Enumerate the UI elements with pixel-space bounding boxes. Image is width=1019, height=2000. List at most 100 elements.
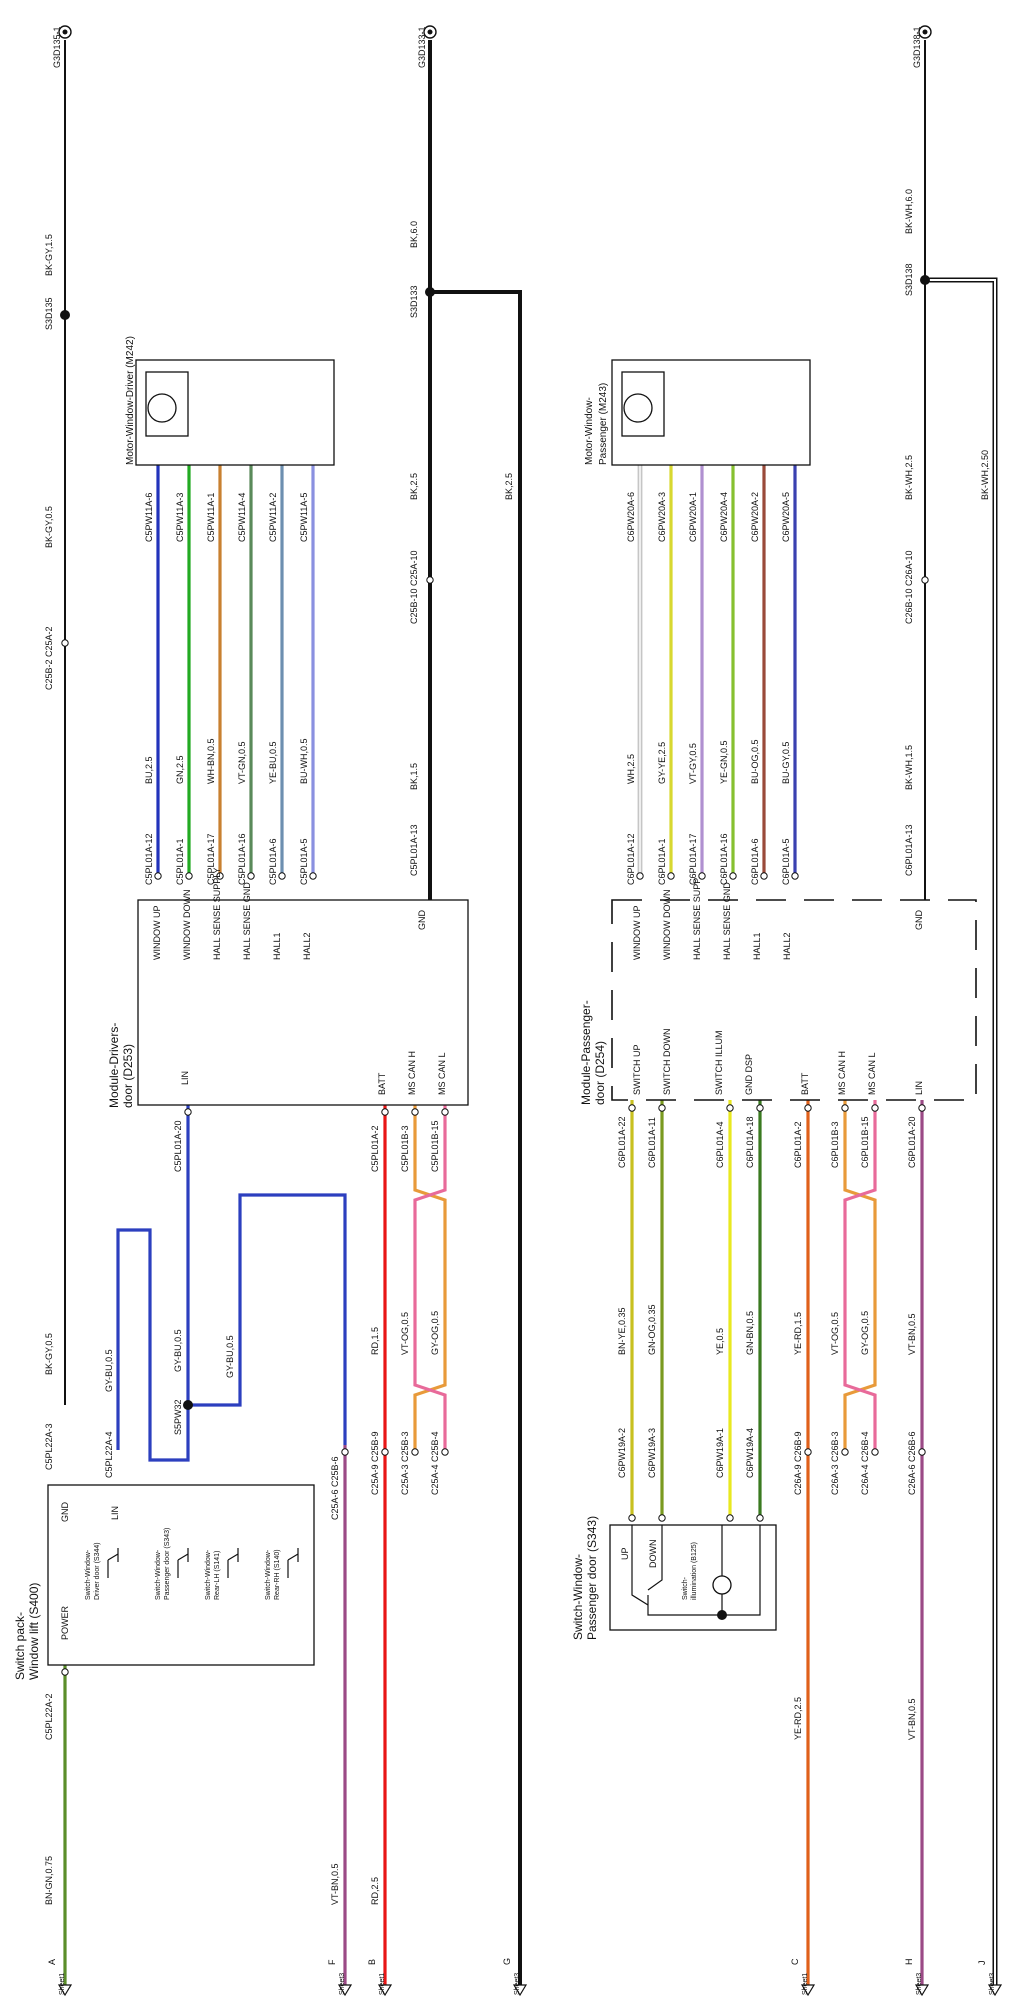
switch-pack-lin: LIN (110, 1506, 120, 1520)
switch-icon-0 (107, 1548, 119, 1578)
pass-lower-code-6: GY-OG,0.5 (860, 1311, 870, 1355)
lin-code-2: GY-BU,0.5 (104, 1349, 114, 1392)
pass-motor-pin-1: C6PW20A-3 (657, 492, 667, 542)
driver-lower-conn-2: C5PL01B-3 (400, 1125, 410, 1172)
wire-pass-can-l (843, 1100, 877, 1452)
driver-motor-conn-2: C5PL01A-17 (206, 833, 216, 885)
wire-pass-can-h (843, 1100, 877, 1452)
wire-code-left-top: BK-GY,1.5 (44, 234, 54, 276)
switch-pack-switch-1-l2: Passenger door (S343) (164, 1528, 171, 1600)
pass-motor-conn-5: C6PL01A-5 (781, 838, 791, 885)
driver-module-pin-9: MS CAN H (407, 1051, 417, 1095)
switch-pack-switch-1-l1: Switch-Window- (155, 1549, 162, 1600)
components-layer (47, 359, 977, 1666)
connector-driver-motor-3 (247, 872, 255, 880)
offpage-sheet-B: Sheet1 (379, 1973, 386, 1995)
driver-motor-code-4: YE-BU,0.5 (268, 741, 278, 784)
offpage-arrow-H (914, 1984, 930, 1997)
connector-driver-motor-5 (309, 872, 317, 880)
driver-motor-pin-0: C5PW11A-6 (144, 493, 154, 542)
pass-motor-pin-4: C6PW20A-2 (750, 492, 760, 542)
driver-module-pin-1: WINDOW DOWN (182, 890, 192, 960)
pass-motor-conn-2: C6PL01A-17 (688, 833, 698, 885)
wire-driver-can-l (413, 1105, 447, 1452)
pass-lower-code-5: VT-OG,0.5 (830, 1312, 840, 1355)
pass-lower-sw-2: C6PW19A-1 (715, 1428, 725, 1478)
motor-icon-pass (623, 393, 653, 423)
lamp-icon-illum (712, 1575, 732, 1595)
motor-icon-pass-frame (621, 371, 665, 437)
offpage-sheet-J: Sheet3 (989, 1973, 996, 1995)
driver-lower-code-1: RD,1.5 (370, 1327, 380, 1355)
bottom-code-a: BN-GN,0.75 (44, 1856, 54, 1905)
switch-pack-title1: Switch pack- (13, 1612, 27, 1680)
connector-c26-4 (871, 1448, 879, 1456)
conn-label-right-lower: C6PL01A-13 (904, 824, 914, 876)
offpage-sheet-H: Sheet3 (916, 1973, 923, 1995)
conn-label-mid-lower: C5PL01A-13 (409, 824, 419, 876)
switch-pack-switch-2-l2: Rear-LH (S141) (214, 1551, 221, 1600)
pass-motor-title2: Passenger (M243) (598, 383, 609, 465)
pass-motor-conn-3: C6PL01A-16 (719, 833, 729, 885)
driver-lower-code-3: GY-OG,0.5 (430, 1311, 440, 1355)
driver-lower-code-2: VT-OG,0.5 (400, 1312, 410, 1355)
offpage-letter-F: F (327, 1959, 337, 1965)
connector-pass-motor-2 (698, 872, 706, 880)
offpage-arrow-A (57, 1984, 73, 1997)
switch-pack-switch-0-l1: Switch-Window- (85, 1549, 92, 1600)
switch-pack-power: POWER (60, 1605, 70, 1640)
driver-module-pin-8: BATT (377, 1072, 387, 1095)
connector-pass-switch-3 (756, 1514, 764, 1522)
pass-motor-pin-5: C6PW20A-5 (781, 492, 791, 542)
driver-motor-code-3: VT-GN,0.5 (237, 741, 247, 784)
wires-layer (63, 40, 998, 1990)
connector-pass-can-h (841, 1104, 849, 1112)
conn-label-mid-c25: C25B-10 C25A-10 (409, 550, 419, 624)
driver-lower-conn-1: C5PL01A-2 (370, 1125, 380, 1172)
switch-power-conn: C5PL22A-2 (44, 1693, 54, 1740)
connector-pass-motor-0 (636, 872, 644, 880)
connector-pass-lower-2 (726, 1104, 734, 1112)
pass-lower-bottom-5: C26A-3 C26B-3 (830, 1431, 840, 1495)
connector-c26-6 (918, 1448, 926, 1456)
pass-lower-code-2: YE,0.5 (715, 1328, 725, 1355)
splice-s1 (60, 310, 70, 320)
pass-module-pin-7: SWITCH UP (632, 1045, 642, 1096)
driver-motor-title: Motor-Window-Driver (M242) (125, 336, 136, 465)
pass-module-pin-6: GND (914, 910, 924, 931)
connector-pass-motor-3 (729, 872, 737, 880)
pass-module-pin-3: HALL SENSE GND (722, 882, 732, 960)
splice-label-s2: S3D133 (409, 285, 419, 318)
driver-module-title1: Module-Drivers- (107, 1023, 121, 1108)
pass-motor-pin-0: C6PW20A-6 (626, 492, 636, 542)
splice-s2 (425, 287, 435, 297)
switch-pack-gnd: GND (60, 1502, 70, 1523)
connector-pass-lower-3 (756, 1104, 764, 1112)
connector-right-c26 (921, 576, 929, 584)
driver-motor-conn-1: C5PL01A-1 (175, 838, 185, 885)
ground-label-g2: G3D133-1 (417, 26, 427, 68)
pass-lower-conn-6: C6PL01B-15 (860, 1116, 870, 1168)
pass-switch-down: DOWN (648, 1540, 658, 1569)
switch-icon-1 (177, 1548, 189, 1578)
driver-motor-code-2: WH-BN,0.5 (206, 738, 216, 784)
driver-motor-conn-4: C5PL01A-6 (268, 838, 278, 885)
pass-motor-pin-2: C6PW20A-1 (688, 492, 698, 542)
driver-motor-code-5: BU-WH,0.5 (299, 738, 309, 784)
pass-module-pin-5: HALL2 (782, 932, 792, 960)
pass-lower-code-0: BN-YE,0.35 (617, 1307, 627, 1355)
wire-ground-branch-g (430, 290, 522, 1990)
driver-motor-code-1: GN,2.5 (175, 755, 185, 784)
driver-lower-bottom-1: C25A-9 C25B-9 (370, 1431, 380, 1495)
pass-motor-code-2: VT-GY,0.5 (688, 743, 698, 784)
pass-motor-code-1: GY-YE,2.5 (657, 742, 667, 784)
pass-module-pin-8: SWITCH DOWN (662, 1029, 672, 1096)
pass-lower-conn-5: C6PL01B-3 (830, 1121, 840, 1168)
wire-driver-can-h (413, 1105, 447, 1452)
conn-label-left-lower: C5PL22A-3 (44, 1423, 54, 1470)
pass-module-box (611, 899, 977, 1101)
switch-pack-box (47, 1484, 315, 1666)
switch-pack-switch-3-l1: Switch-Window- (265, 1549, 272, 1600)
offpage-arrow-F (337, 1984, 353, 1997)
